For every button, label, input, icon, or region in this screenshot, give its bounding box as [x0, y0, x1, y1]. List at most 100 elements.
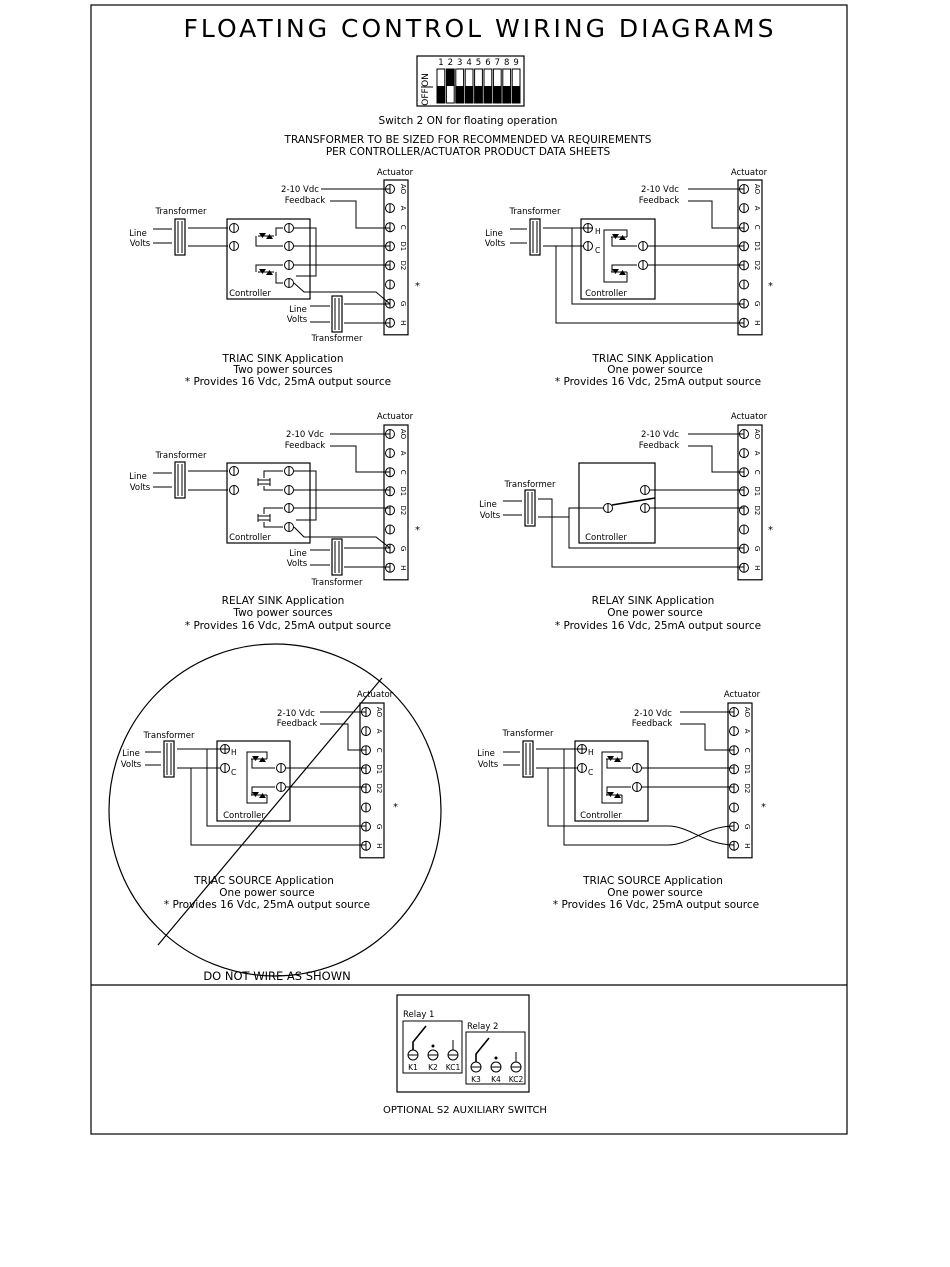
diagram-subtitle: One power source: [607, 887, 702, 899]
actuator-terminal: D2: [385, 505, 407, 516]
controller-box: [580, 218, 656, 300]
actuator-terminal-block: [737, 179, 763, 336]
feedback-common-wire: [330, 200, 390, 229]
controller-box: [226, 462, 311, 544]
actuator-terminal-label: D1: [753, 241, 761, 251]
relay-contact-symbols: [257, 478, 271, 522]
actuator-terminal-label: H: [743, 843, 751, 848]
c-terminal-label: C: [588, 768, 593, 777]
actuator-terminal: A: [739, 203, 761, 214]
actuator-terminal: G: [729, 821, 751, 832]
actuator-terminal-label: D1: [753, 486, 761, 496]
transformer-label: Transformer: [154, 207, 207, 217]
dip-switch-position: 3: [455, 58, 465, 104]
actuator-terminal: D2: [729, 783, 751, 794]
actuator-label: Actuator: [357, 690, 394, 700]
dip-switch-position: 6: [483, 58, 493, 104]
controller-box: [574, 740, 649, 822]
transformer-label: Transformer: [503, 480, 556, 490]
relay-1-box: [402, 1020, 463, 1074]
triac-symbol: [611, 269, 627, 275]
dip-switch-position: 1: [436, 58, 446, 104]
relay-switch-arm: [611, 497, 656, 506]
triac-symbols: [258, 233, 274, 275]
actuator-label: Actuator: [731, 168, 768, 178]
feedback-label-1: 2-10 Vdc: [634, 709, 672, 719]
switch-note: Switch 2 ON for floating operation: [379, 115, 558, 127]
actuator-terminal-label: A: [399, 451, 407, 456]
line-label: Line: [122, 749, 140, 759]
actuator-terminal-label: H: [399, 565, 407, 570]
prohibition-slash: [157, 677, 383, 946]
h-terminal-label: H: [595, 227, 601, 236]
line-label: Line: [289, 549, 307, 559]
actuator-terminal: [739, 524, 749, 535]
c-terminal-label: C: [231, 768, 236, 777]
controller-box: [226, 218, 311, 300]
actuator-terminal-label: D1: [743, 764, 751, 774]
actuator-terminal-label: AO: [399, 429, 407, 440]
line-label: Line: [479, 500, 497, 510]
output-source-star: *: [415, 281, 420, 292]
actuator-label: Actuator: [377, 168, 414, 178]
diagram-title: TRIAC SINK Application: [222, 353, 344, 365]
actuator-terminal-label: AO: [399, 184, 407, 195]
actuator-label: Actuator: [731, 412, 768, 422]
actuator-terminal: H: [385, 562, 407, 573]
h-terminal-label: H: [588, 748, 594, 757]
dip-on-label: ON: [421, 73, 431, 87]
actuator-terminal: A: [729, 726, 751, 737]
dip-switch-number: 4: [466, 58, 471, 68]
diagram-title: RELAY SINK Application: [592, 595, 715, 607]
actuator-terminal: H: [361, 840, 383, 851]
diagram-subtitle: Two power sources: [232, 607, 332, 619]
actuator-terminal-label: C: [753, 225, 761, 230]
dip-switch-number: 6: [485, 58, 490, 68]
relay-2-box: [465, 1031, 526, 1085]
dip-switch-number: 2: [448, 58, 453, 68]
relay-2-terminal-kc2: KC2: [509, 1075, 524, 1084]
feedback-label-1: 2-10 Vdc: [281, 185, 319, 195]
controller-label: Controller: [585, 289, 627, 299]
feedback-label-1: 2-10 Vdc: [277, 709, 315, 719]
triac-symbol: [606, 756, 622, 762]
actuator-terminal-label: G: [399, 301, 407, 306]
page-title: FLOATING CONTROL WIRING DIAGRAMS: [184, 14, 777, 43]
actuator-terminal: [385, 279, 395, 290]
transformer-note-line-1: TRANSFORMER TO BE SIZED FOR RECOMMENDED …: [284, 134, 652, 146]
actuator-terminal-label: C: [753, 470, 761, 475]
diagram-note: * Provides 16 Vdc, 25mA output source: [185, 620, 391, 632]
controller-label: Controller: [229, 289, 271, 299]
actuator-label: Actuator: [724, 690, 761, 700]
transformer-label: Transformer: [142, 731, 195, 741]
feedback-label-1: 2-10 Vdc: [641, 185, 679, 195]
dip-switch-number: 9: [513, 58, 518, 68]
feedback-label-2: Feedback: [285, 196, 326, 206]
volts-label: Volts: [480, 511, 501, 521]
actuator-terminal: [729, 802, 739, 813]
prohibition-circle: [108, 643, 442, 977]
diagram-title: TRIAC SOURCE Application: [582, 875, 723, 887]
actuator-terminal-label: AO: [753, 429, 761, 440]
line-label: Line: [289, 305, 307, 315]
dip-switch-number: 7: [495, 58, 500, 68]
transformer-symbol: [522, 740, 534, 778]
actuator-terminal-label: AO: [753, 184, 761, 195]
transformer-label: Transformer: [508, 207, 561, 217]
actuator-terminal-label: C: [743, 748, 751, 753]
actuator-terminal-label: C: [399, 225, 407, 230]
diagram-subtitle: Two power sources: [232, 364, 332, 376]
actuator-terminal-label: D2: [399, 505, 407, 515]
feedback-label-2: Feedback: [632, 719, 673, 729]
diagram-title: TRIAC SOURCE Application: [193, 875, 334, 887]
dip-switch-number: 3: [457, 58, 462, 68]
dip-switch-position: 9: [511, 58, 521, 104]
actuator-terminal-label: D2: [753, 505, 761, 515]
actuator-terminal: D1: [385, 486, 407, 497]
